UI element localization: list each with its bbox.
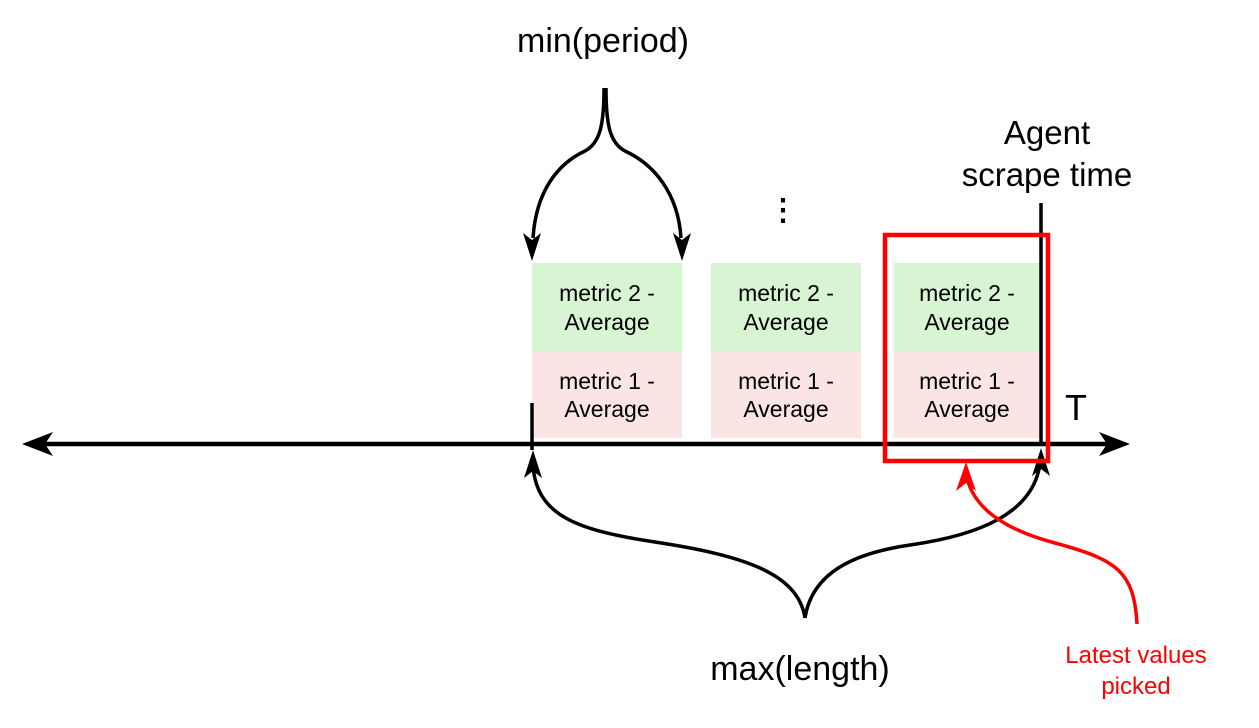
metric2-average-box: metric 2 - Average — [532, 263, 682, 352]
t-axis-label: T — [1065, 387, 1087, 428]
latest-values-picked-label: Latest values picked — [1065, 642, 1207, 701]
min-period-left-arrowhead-icon — [523, 233, 541, 261]
metric1-average-box: metric 1 - Average — [894, 352, 1040, 438]
metric2-average-box: metric 2 - Average — [711, 263, 861, 352]
axis-right-arrowhead-icon — [1099, 432, 1130, 456]
metric1-average-box: metric 1 - Average — [532, 352, 682, 438]
min-period-brace-right — [604, 87, 683, 239]
metric1-average-box: metric 1 - Average — [711, 352, 861, 438]
min-period-label: min(period) — [517, 22, 689, 60]
metric-window-3: metric 2 - Average metric 1 - Average — [894, 263, 1040, 438]
max-length-brace-left — [531, 465, 807, 619]
max-length-label: max(length) — [710, 650, 890, 688]
metric-window-2: metric 2 - Average metric 1 - Average — [711, 263, 861, 438]
min-period-brace-left — [531, 87, 606, 239]
agent-scrape-time-label: Agent scrape time — [961, 114, 1133, 193]
metric-window-1: metric 2 - Average metric 1 - Average — [532, 263, 682, 438]
latest-values-arrowhead-icon — [956, 462, 976, 491]
max-length-right-arrowhead-icon — [1032, 448, 1050, 476]
max-length-brace-right — [803, 463, 1042, 619]
min-period-right-arrowhead-icon — [673, 233, 691, 261]
metric2-average-box: metric 2 - Average — [894, 263, 1040, 352]
axis-left-arrowhead-icon — [22, 432, 53, 456]
continuation-dots: ⋮ — [768, 194, 798, 227]
latest-values-arrow — [965, 477, 1139, 625]
max-length-left-arrowhead-icon — [524, 450, 542, 478]
